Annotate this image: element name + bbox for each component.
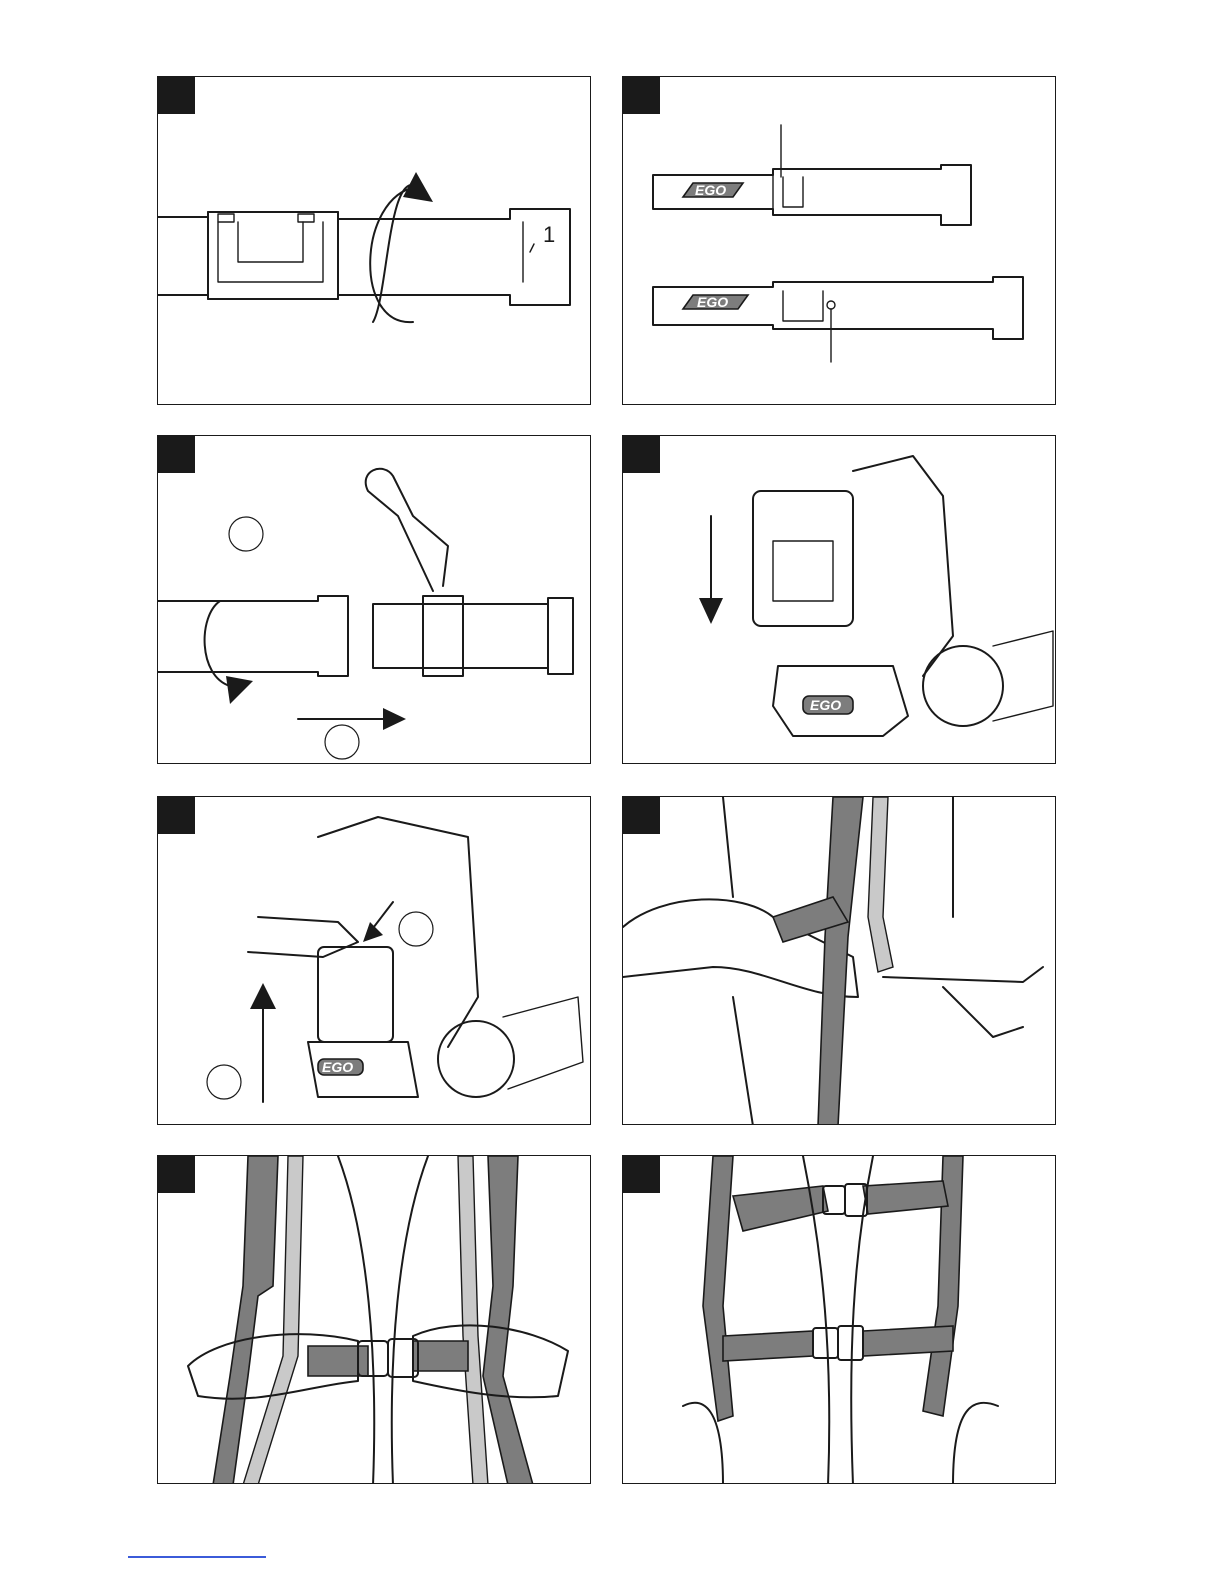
panel-tube-attach [157, 435, 591, 764]
callout-circle [325, 725, 359, 759]
panel-battery-insert: EGO [622, 435, 1056, 764]
footer-rule [128, 1556, 266, 1558]
tube-attach-illustration [158, 436, 591, 764]
logo-text: EGO [322, 1059, 353, 1075]
panel-harness-fit [622, 1155, 1056, 1484]
callout-circle [399, 912, 433, 946]
logo-text: EGO [697, 294, 728, 310]
tube-comparison-illustration: EGO EGO [623, 77, 1056, 405]
panel-tube-rotate: 1 [157, 76, 591, 405]
callout-circle [229, 517, 263, 551]
panel-battery-remove: EGO [157, 796, 591, 1125]
panel-buckle-fasten [157, 1155, 591, 1484]
tube-rotate-illustration: 1 [158, 77, 591, 405]
harness-fit-illustration [623, 1156, 1056, 1484]
buckle-fasten-illustration [158, 1156, 591, 1484]
lock-numeral: 1 [543, 222, 555, 247]
panel-strap-adjust [622, 796, 1056, 1125]
strap-adjust-illustration [623, 797, 1056, 1125]
logo-text: EGO [695, 182, 726, 198]
panel-tube-comparison: EGO EGO [622, 76, 1056, 405]
battery-remove-illustration: EGO [158, 797, 591, 1125]
logo-text: EGO [810, 697, 841, 713]
battery-insert-illustration: EGO [623, 436, 1056, 764]
callout-circle [207, 1065, 241, 1099]
